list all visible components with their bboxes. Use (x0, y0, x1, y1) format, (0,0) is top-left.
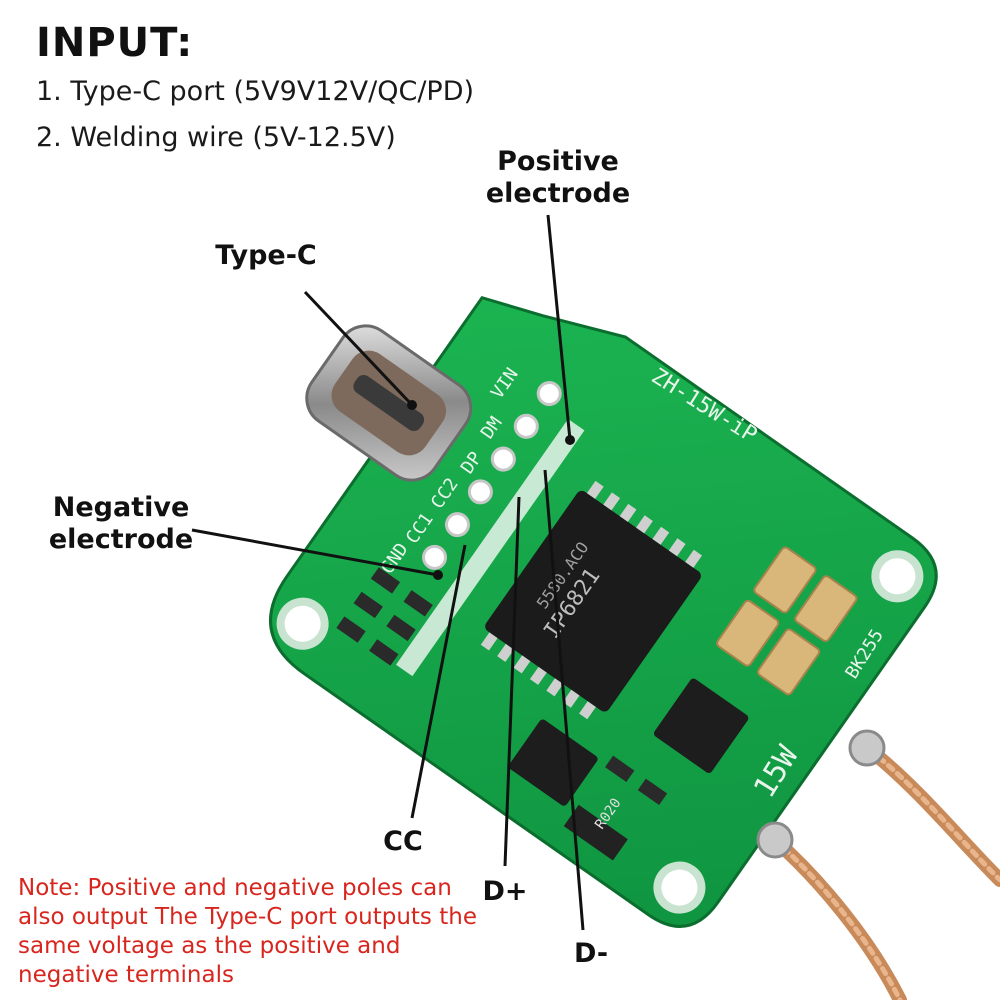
mounting-hole (871, 550, 924, 603)
cc-label: CC (383, 826, 423, 857)
r020-resistor (563, 804, 628, 861)
callout-dots (407, 400, 575, 580)
d-minus-label: D- (573, 938, 609, 969)
type-c-connector (305, 324, 473, 482)
type-c-label: Type-C (215, 240, 317, 271)
callout-lines (191, 214, 585, 931)
welding-wires (756, 729, 1000, 1000)
positive-electrode-line2: electrode (485, 178, 631, 209)
negative-electrode-line2: electrode (48, 524, 194, 555)
capacitor-bank (716, 546, 858, 696)
ip6821-chip (485, 490, 701, 712)
negative-electrode-label: Negative electrode (36, 492, 206, 556)
positive-electrode-label: Positive electrode (478, 146, 638, 210)
negative-electrode-line1: Negative (52, 492, 190, 523)
input-type-c-port: 1. Type-C port (5V9V12V/QC/PD) (36, 76, 475, 107)
d-plus-label: D+ (482, 876, 528, 907)
output-note: Note: Positive and negative poles can al… (18, 875, 477, 988)
pin-pads (422, 381, 562, 570)
input-welding-wire: 2. Welding wire (5V-12.5V) (36, 122, 396, 153)
input-heading: INPUT: (36, 20, 194, 66)
positive-electrode-line1: Positive (497, 146, 619, 177)
